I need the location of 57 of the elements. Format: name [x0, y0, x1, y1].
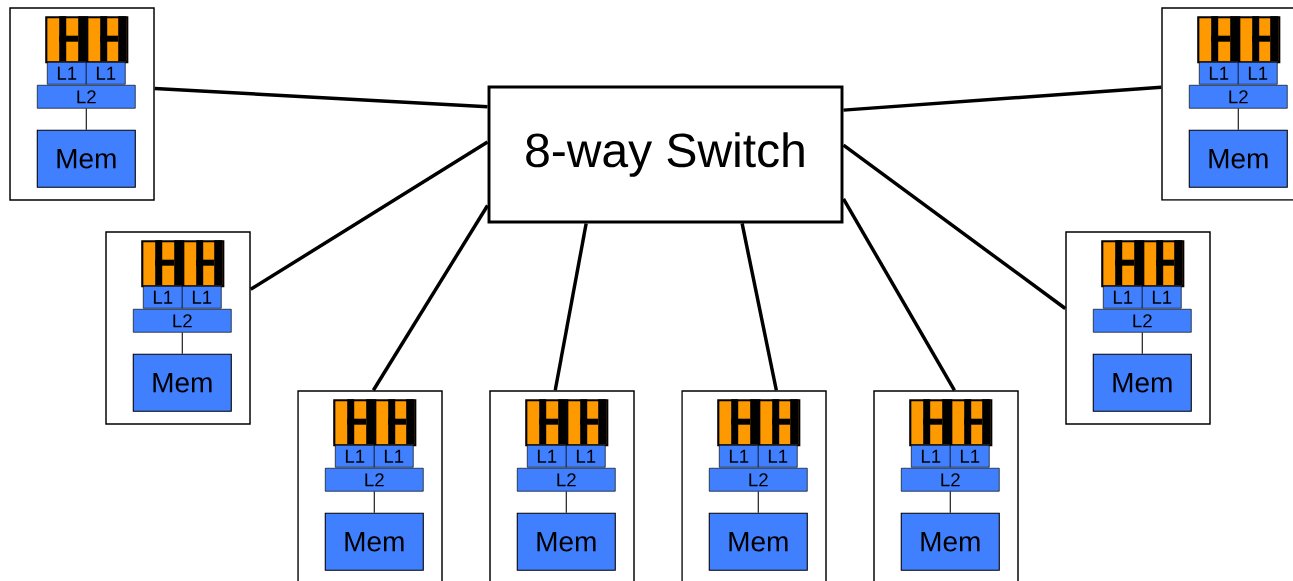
connector-line — [181, 332, 183, 355]
connector-line — [371, 204, 489, 392]
cache-box: L1 — [373, 444, 414, 468]
processor-core — [45, 16, 89, 64]
connector-line — [85, 108, 87, 131]
processor-core — [525, 399, 569, 447]
connector-line — [841, 198, 956, 392]
processor-core — [909, 399, 953, 447]
processor-core — [1142, 240, 1185, 288]
connector-line — [757, 491, 759, 514]
connector-line — [740, 223, 779, 391]
processor-core — [333, 399, 377, 447]
connector-line — [373, 491, 375, 514]
cache-box: L1 — [718, 444, 759, 468]
memory-box: Mem — [516, 512, 616, 571]
memory-box: Mem — [132, 353, 232, 412]
processor-core — [374, 399, 417, 447]
processor-core — [566, 399, 609, 447]
connector-line — [842, 143, 1067, 310]
processor-core — [182, 240, 225, 288]
memory-box: Mem — [900, 512, 1000, 571]
connector-line — [843, 85, 1162, 112]
processor-core — [86, 16, 129, 64]
processor-core — [1238, 16, 1281, 64]
connector-line — [154, 86, 488, 109]
switch-box: 8-way Switch — [487, 85, 844, 224]
cache-box: L1 — [1141, 285, 1182, 309]
connector-line — [565, 491, 567, 514]
cache-box: L1 — [1102, 285, 1143, 309]
cache-box: L1 — [1198, 61, 1239, 85]
connector-line — [553, 223, 588, 391]
cache-box: L1 — [142, 285, 183, 309]
connector-line — [1237, 108, 1239, 131]
cache-box: L1 — [910, 444, 951, 468]
connector-line — [1141, 332, 1143, 355]
cache-box: L1 — [757, 444, 798, 468]
cache-box: L1 — [526, 444, 567, 468]
cache-box: L1 — [46, 61, 87, 85]
processor-core — [1101, 240, 1145, 288]
processor-core — [717, 399, 761, 447]
memory-box: Mem — [708, 512, 808, 571]
processor-core — [758, 399, 801, 447]
cache-box: L1 — [181, 285, 222, 309]
memory-box: Mem — [324, 512, 424, 571]
memory-box: Mem — [1092, 353, 1192, 412]
processor-core — [950, 399, 993, 447]
cache-box: L1 — [1237, 61, 1278, 85]
cache-box: L1 — [85, 61, 126, 85]
connector-line — [249, 140, 489, 291]
cache-box: L1 — [949, 444, 990, 468]
memory-box: Mem — [36, 129, 136, 188]
cache-box: L1 — [334, 444, 375, 468]
connector-line — [949, 491, 951, 514]
memory-box: Mem — [1188, 129, 1288, 188]
processor-core — [141, 240, 185, 288]
processor-core — [1197, 16, 1241, 64]
cache-box: L1 — [565, 444, 606, 468]
